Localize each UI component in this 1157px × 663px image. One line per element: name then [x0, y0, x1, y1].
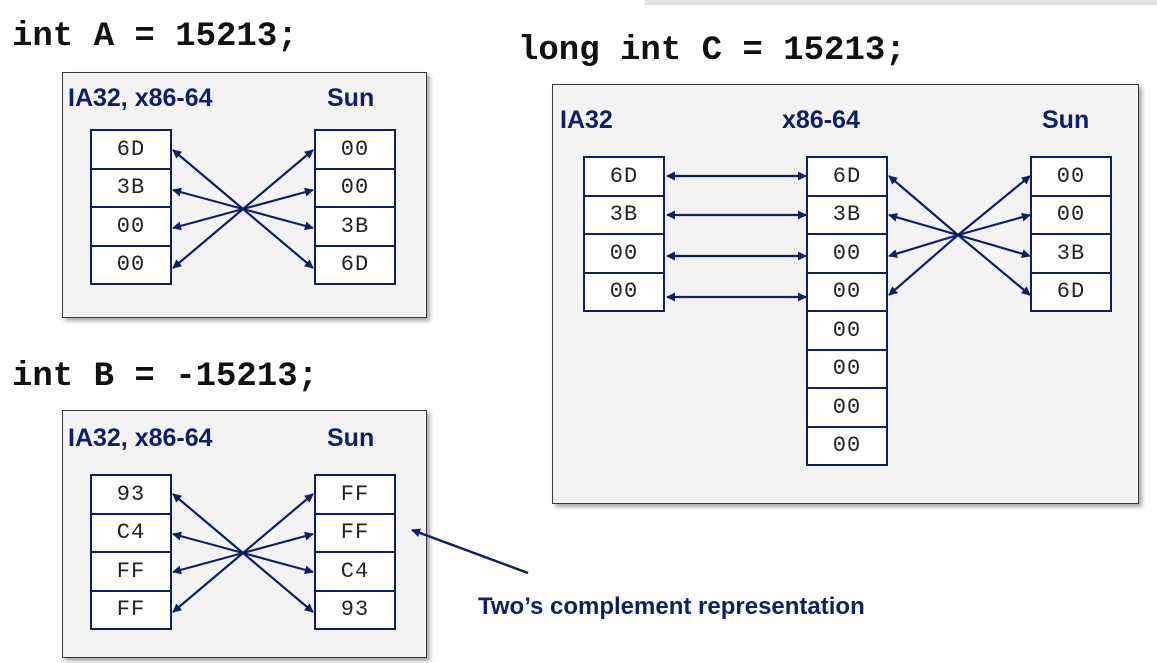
panel-b-right-byte-stack: FF FF C4 93: [314, 474, 396, 630]
byte-cell: C4: [314, 551, 396, 592]
byte-cell: FF: [314, 474, 396, 515]
byte-cell: 3B: [806, 194, 888, 235]
panel-a-right-byte-stack: 00 00 3B 6D: [314, 129, 396, 285]
byte-cell: 00: [90, 206, 172, 247]
byte-cell: 00: [583, 271, 665, 312]
panel-c-ia32-byte-stack: 6D 3B 00 00: [583, 156, 665, 312]
panel-b-header-sun: Sun: [327, 424, 375, 452]
panel-b-header-little-endian: IA32, x86-64: [68, 424, 213, 452]
byte-cell: 6D: [90, 129, 172, 170]
byte-cell: FF: [90, 589, 172, 630]
twos-complement-caption: Two’s complement representation: [478, 593, 865, 620]
panel-c-sun-byte-stack: 00 00 3B 6D: [1030, 156, 1112, 312]
byte-cell: FF: [90, 551, 172, 592]
byte-cell: 00: [583, 233, 665, 274]
panel-a-left-byte-stack: 6D 3B 00 00: [90, 129, 172, 285]
byte-cell: 6D: [583, 156, 665, 197]
panel-c-header-ia32: IA32: [560, 106, 613, 134]
byte-cell: 6D: [1030, 271, 1112, 312]
panel-a-header-little-endian: IA32, x86-64: [68, 84, 213, 112]
panel-a-header-sun: Sun: [327, 84, 375, 112]
byte-cell: 3B: [90, 167, 172, 208]
byte-cell: 93: [314, 589, 396, 630]
byte-cell: C4: [90, 512, 172, 553]
byte-cell: 00: [1030, 156, 1112, 197]
byte-cell: 00: [806, 233, 888, 274]
byte-cell: 00: [90, 244, 172, 285]
byte-cell: FF: [314, 512, 396, 553]
declaration-a: int A = 15213;: [12, 18, 298, 56]
panel-c-header-x86-64: x86-64: [782, 106, 860, 134]
byte-cell: 3B: [583, 194, 665, 235]
panel-b-left-byte-stack: 93 C4 FF FF: [90, 474, 172, 630]
annotation-pointer-arrow: [411, 528, 529, 575]
byte-cell: 00: [806, 425, 888, 466]
panel-c-x86-64-byte-stack: 6D 3B 00 00 00 00 00 00: [806, 156, 888, 466]
byte-cell: 6D: [314, 244, 396, 285]
panel-c-header-sun: Sun: [1042, 106, 1090, 134]
byte-cell: 6D: [806, 156, 888, 197]
byte-cell: 3B: [314, 206, 396, 247]
byte-cell: 00: [806, 348, 888, 389]
byte-cell: 00: [806, 310, 888, 351]
declaration-c: long int C = 15213;: [518, 32, 906, 70]
byte-cell: 00: [806, 271, 888, 312]
byte-cell: 00: [806, 387, 888, 428]
byte-cell: 00: [314, 129, 396, 170]
top-strip: [645, 0, 1157, 5]
byte-cell: 00: [314, 167, 396, 208]
byte-cell: 00: [1030, 194, 1112, 235]
byte-cell: 93: [90, 474, 172, 515]
byte-cell: 3B: [1030, 233, 1112, 274]
declaration-b: int B = -15213;: [12, 358, 319, 396]
